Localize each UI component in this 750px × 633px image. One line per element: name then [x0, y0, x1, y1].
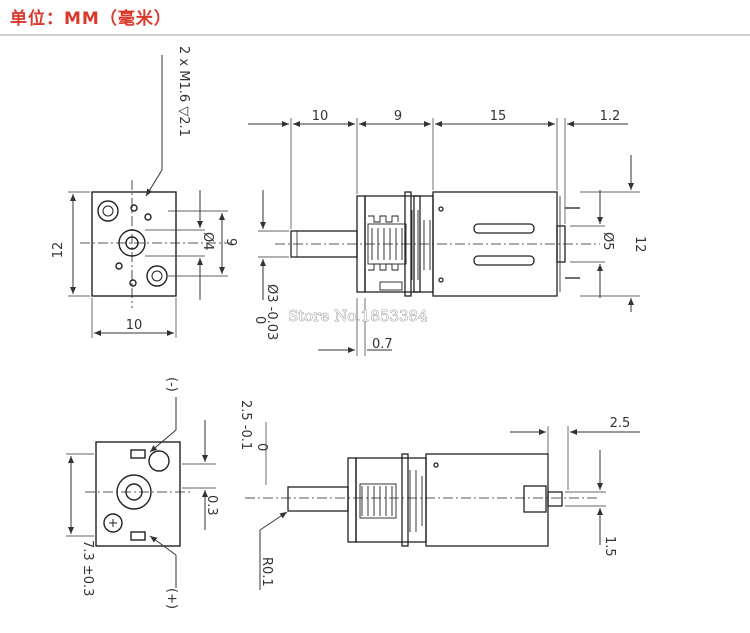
shaft-diameter-label: Ø3 -0.03	[264, 284, 279, 340]
store-watermark: Store No.1853384	[288, 307, 428, 325]
units-title: 单位：MM（毫米）	[10, 9, 172, 29]
shaft-length-label: 10	[312, 109, 329, 124]
front-height-label: 12	[51, 242, 66, 259]
corner-radius-label: R0.1	[259, 557, 274, 587]
rear-face-outline	[95, 441, 181, 547]
bottom-terminal	[523, 485, 547, 513]
bottom-gearbox	[355, 457, 427, 543]
end-cap-label: 1.2	[600, 109, 621, 124]
flat-upper-label: 0	[254, 443, 269, 451]
gear-train	[367, 210, 431, 291]
negative-terminal-label: (-)	[164, 377, 179, 392]
bottom-dimensions	[259, 422, 640, 590]
positive-terminal-pad	[130, 531, 146, 541]
positive-terminal-label: (+)	[164, 588, 179, 609]
bottom-view	[245, 453, 600, 547]
rear-screw-hole	[148, 450, 170, 472]
flat-depth-label: 2.5 -0.1	[238, 400, 253, 450]
gearbox-length-label: 9	[394, 109, 402, 124]
bearing-diameter-label: Ø5	[600, 232, 615, 251]
rear-offset-label: 0.3	[204, 495, 219, 516]
bottom-shaft	[287, 486, 349, 512]
boss-diameter-label: Ø4	[200, 232, 215, 251]
hole-spacing-label: 9	[223, 238, 238, 246]
side-view	[275, 191, 600, 297]
page-header: 单位：MM（毫米）	[0, 0, 750, 40]
motor-length-label: 15	[490, 109, 507, 124]
flange-offset-label: 0.7	[372, 337, 393, 352]
front-face-outline	[91, 191, 177, 297]
header-divider	[0, 34, 750, 36]
motor-slot-bottom	[473, 255, 535, 266]
rear-dimensions	[66, 397, 216, 588]
motor-slot-top	[473, 223, 535, 234]
terminal-spacing-label: 7.3 ±0.3	[80, 540, 95, 596]
shaft-tolerance-upper: 0	[252, 316, 267, 324]
motor-height-label: 12	[632, 236, 647, 253]
bottom-motor-can	[425, 453, 549, 547]
front-view	[80, 180, 232, 308]
rear-view	[85, 441, 190, 547]
front-width-label: 10	[126, 318, 143, 333]
thread-callout: 2 x M1.6 ▽2.1	[176, 46, 191, 137]
negative-terminal-pad	[130, 449, 146, 459]
side-dimensions	[248, 118, 640, 356]
front-screw-hole-top	[97, 200, 119, 222]
front-screw-hole-bottom	[146, 265, 168, 287]
terminal-width-label: 1.5	[602, 536, 617, 557]
front-dimensions	[68, 55, 228, 338]
terminal-length-label: 2.5	[610, 416, 631, 431]
